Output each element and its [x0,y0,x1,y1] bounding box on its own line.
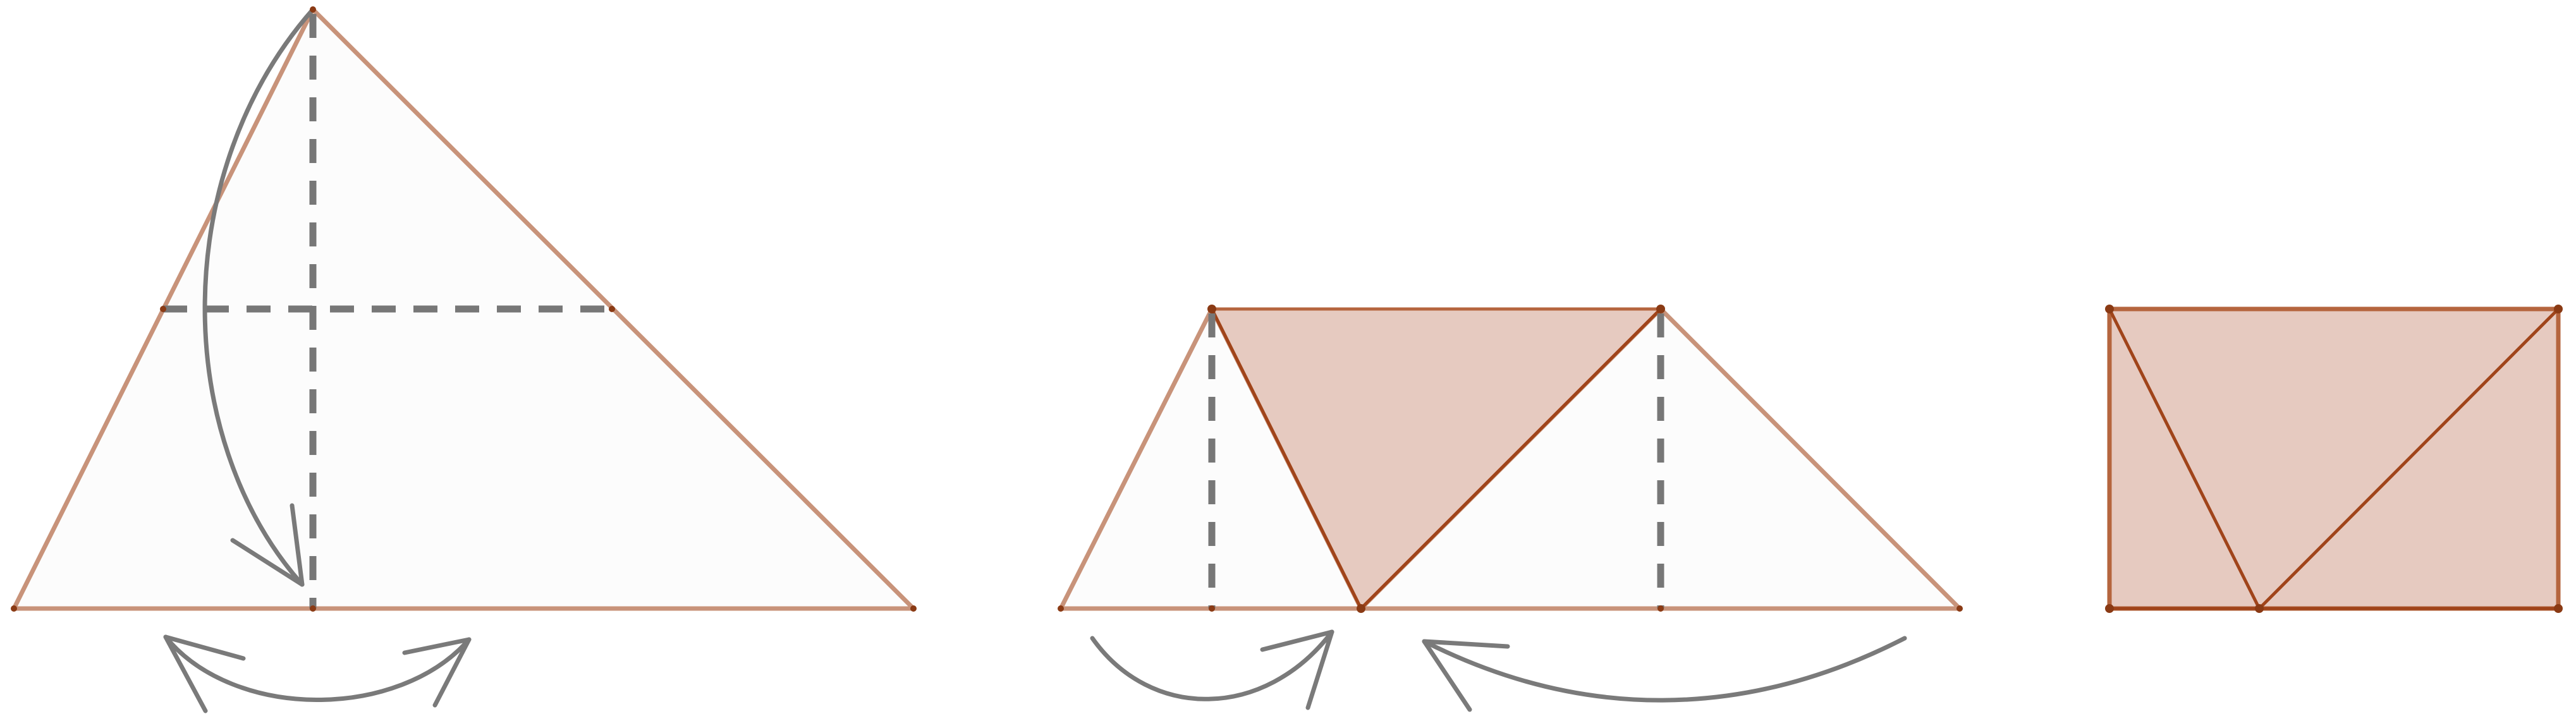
step-3-vertices [2105,305,2563,613]
step-2-flap-right-crease [1360,308,1662,610]
arrowhead-icon [1422,639,1510,712]
step-3-right-diagonal-crease [2258,308,2560,610]
step-1-apex-fold-arrow [202,7,315,587]
step-2-vertices [1058,305,1963,613]
arrowhead-icon [230,503,305,587]
arrowhead-icon [402,637,472,708]
step-2-flap-left-crease [1210,308,1363,610]
curved-arrow-icon [1422,636,1907,703]
step-2-left-corner-fold-arrow [1090,629,1334,710]
curved-arrow-icon [202,7,315,587]
curved-arrow-icon [163,634,472,702]
step-1-vertices [11,6,917,612]
step-1-base-corners-fold-arrow [163,634,472,713]
arrowhead-icon [163,634,246,713]
step-3-left-diagonal-crease [2108,308,2261,610]
step-2-triangle-middle-folded-down [1058,305,1963,712]
step-3-resulting-rectangle [2105,305,2563,613]
step-2-right-corner-fold-arrow [1422,636,1907,712]
arrowhead-icon [1260,629,1334,710]
step-1-triangle-with-fold-lines [11,6,917,713]
curved-arrow-icon [1090,629,1334,701]
step-3-folded-rectangle [2107,306,2561,611]
